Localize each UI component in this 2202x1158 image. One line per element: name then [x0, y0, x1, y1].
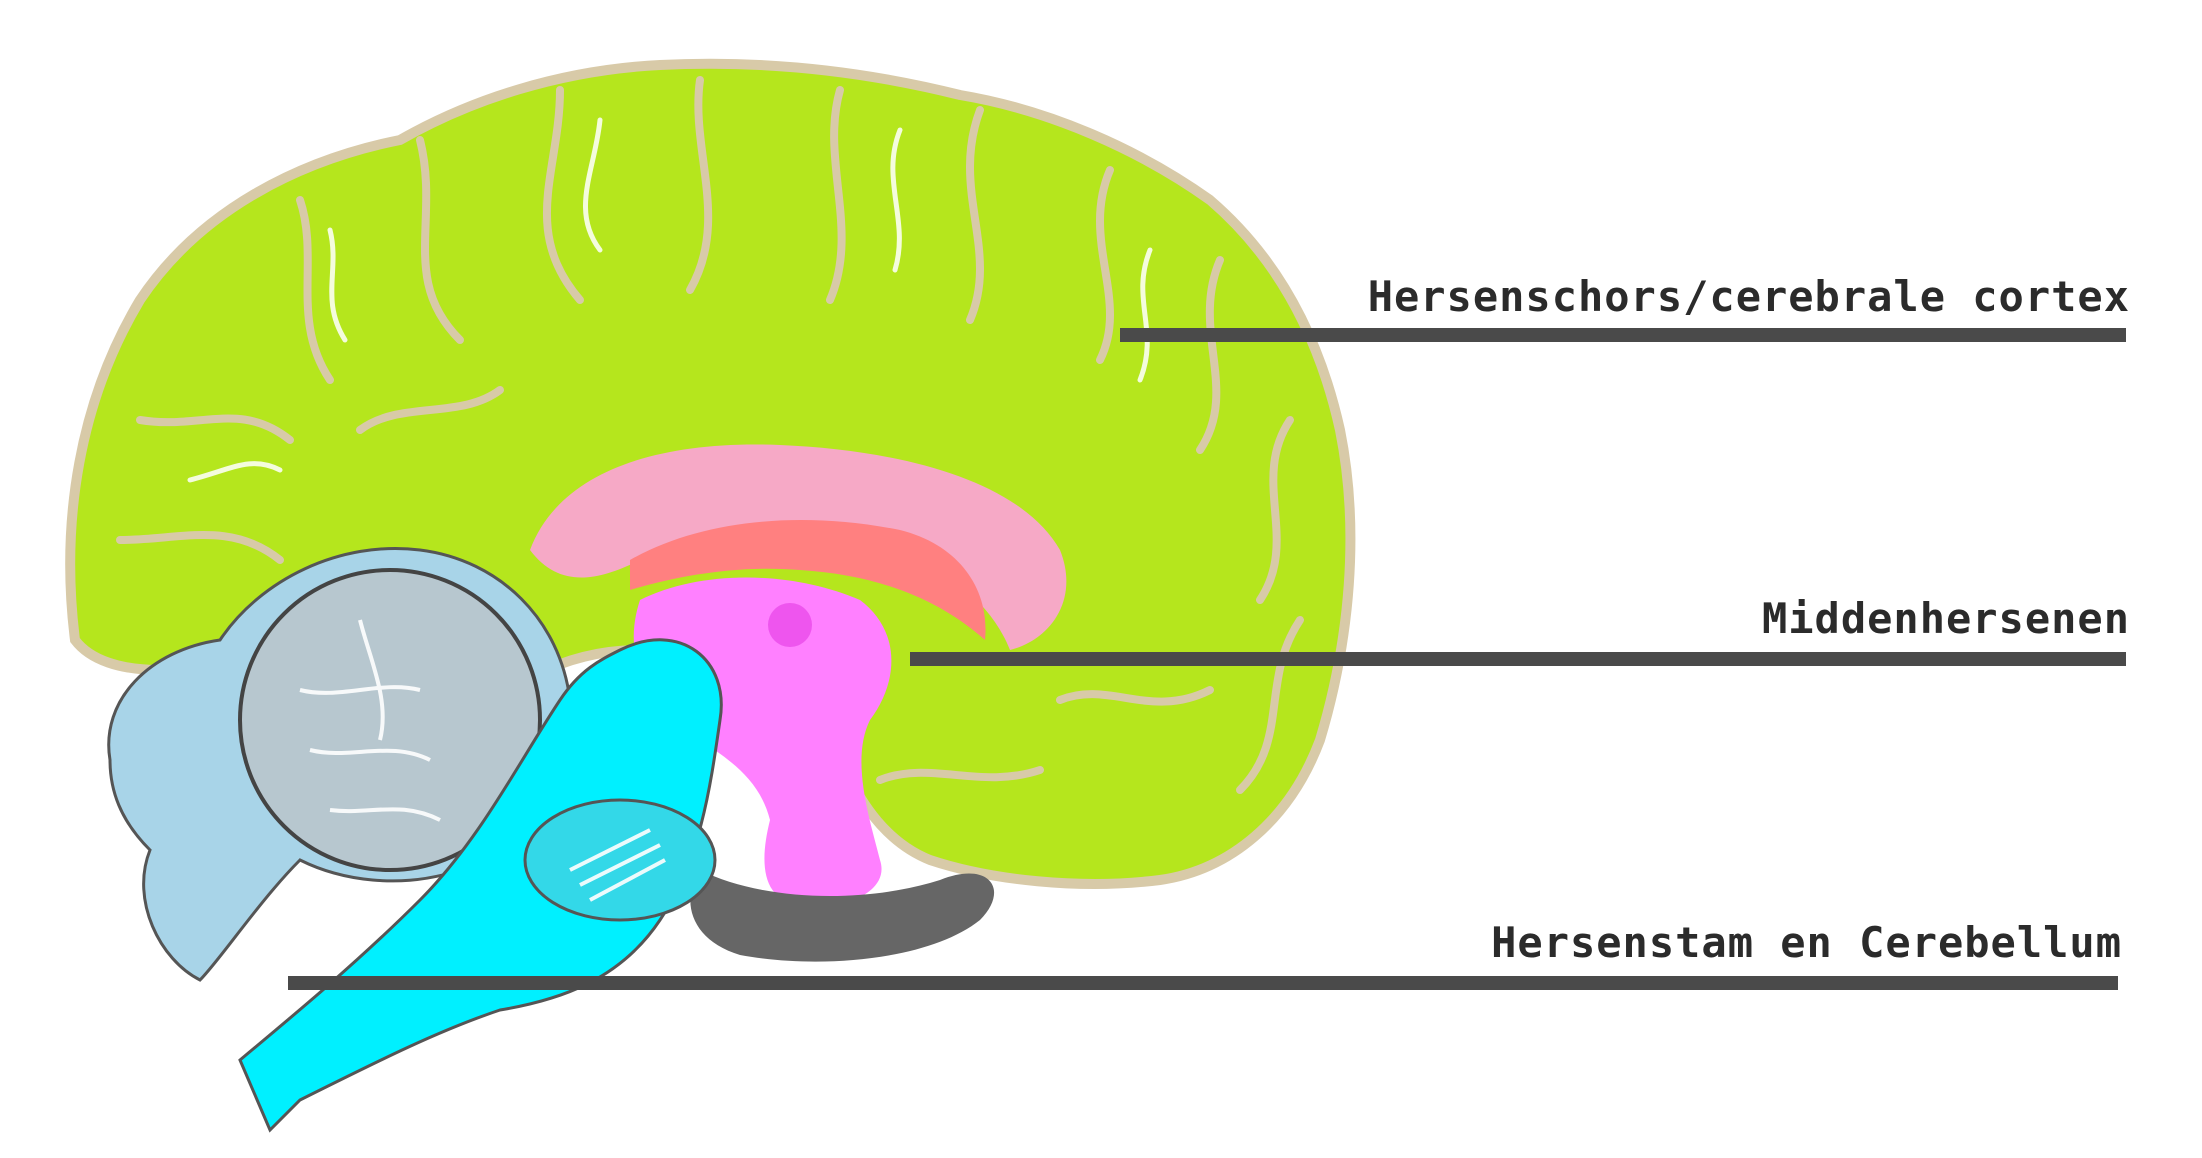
arbor-vitae	[238, 568, 542, 872]
midbrain-label: Middenhersenen	[1761, 594, 2130, 643]
pons	[523, 798, 717, 922]
corpus-callosum-shape	[530, 444, 1067, 650]
brainstem-shape	[238, 638, 723, 1133]
cortex-leader-line	[1120, 328, 2126, 342]
cortex-label: Hersenschors/cerebrale cortex	[1367, 272, 2130, 321]
brainstem-label: Hersenstam en Cerebellum	[1491, 918, 2122, 967]
ventricle-shape	[630, 520, 986, 640]
midbrain-nucleus	[768, 603, 812, 647]
brain-base-shape	[690, 870, 995, 962]
midbrain-leader-line	[910, 652, 2126, 666]
cortex-gyri	[116, 76, 1304, 794]
brainstem-leader-line	[288, 976, 2118, 990]
